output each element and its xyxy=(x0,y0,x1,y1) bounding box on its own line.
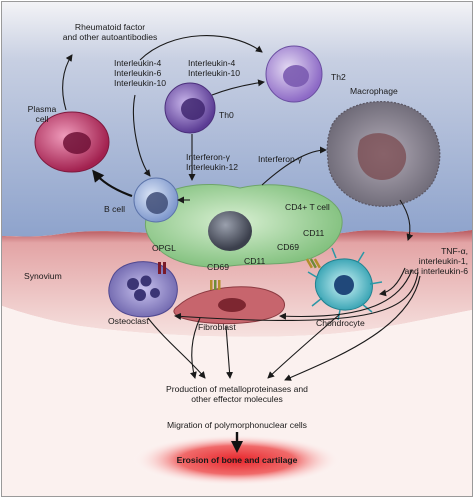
receptor-bars xyxy=(158,258,321,290)
production-label-line1: Production of metalloproteinases and xyxy=(166,384,308,394)
interleukin-12-label: Interleukin-12 xyxy=(186,162,239,172)
interleukin-6-label: and interleukin-6 xyxy=(404,266,468,276)
tnf-alpha-label: TNF-α, xyxy=(441,246,468,256)
t-cell-nucleus xyxy=(208,211,252,251)
erosion-label: Erosion of bone and cartilage xyxy=(176,455,298,465)
interleukin-4-left-label: Interleukin-4 xyxy=(114,58,162,68)
cd11-left-label: CD11 xyxy=(244,256,266,266)
cd4-t-cell-label: CD4+ T cell xyxy=(285,202,330,212)
migration-label: Migration of polymorphonuclear cells xyxy=(167,420,307,430)
chondrocyte-label: Chondrocyte xyxy=(316,318,365,328)
signal-arrows xyxy=(62,35,421,381)
interferon-gamma-left-label: Interferon-γ xyxy=(186,152,230,162)
interleukin-10-top-label: Interleukin-10 xyxy=(188,68,241,78)
joint-region xyxy=(2,306,472,496)
plasma-cell-label-line1: Plasma xyxy=(27,104,57,114)
opgl-label: OPGL xyxy=(152,243,176,253)
b-cell-label: B cell xyxy=(104,204,126,214)
macrophage-label: Macrophage xyxy=(350,86,398,96)
cd69-left-label: CD69 xyxy=(207,262,229,272)
plasma-cell-label-line2: cell xyxy=(35,114,49,124)
production-label-line2: other effector molecules xyxy=(191,394,283,404)
interleukin-1-label: interleukin-1, xyxy=(418,256,468,266)
th2-label: Th2 xyxy=(331,72,346,82)
rheumatoid-factor-label: Rheumatoid factor xyxy=(74,22,146,32)
interleukin-6-left-label: Interleukin-6 xyxy=(114,68,162,78)
cd69-right-label: CD69 xyxy=(277,242,299,252)
fibroblast-label: Fibroblast xyxy=(198,322,236,332)
synovium-label: Synovium xyxy=(24,271,62,281)
autoantibodies-label: and other autoantibodies xyxy=(62,32,158,42)
osteoclast-shape xyxy=(108,261,178,318)
interleukin-10-left-label: Interleukin-10 xyxy=(114,78,167,88)
th0-label: Th0 xyxy=(219,110,234,120)
interleukin-4-top-label: Interleukin-4 xyxy=(188,58,236,68)
interferon-gamma-right-label: Interferon-γ xyxy=(258,154,302,164)
cd11-right-label: CD11 xyxy=(303,228,325,238)
erosion-glow xyxy=(132,434,342,486)
osteoclast-label: Osteoclast xyxy=(108,316,149,326)
